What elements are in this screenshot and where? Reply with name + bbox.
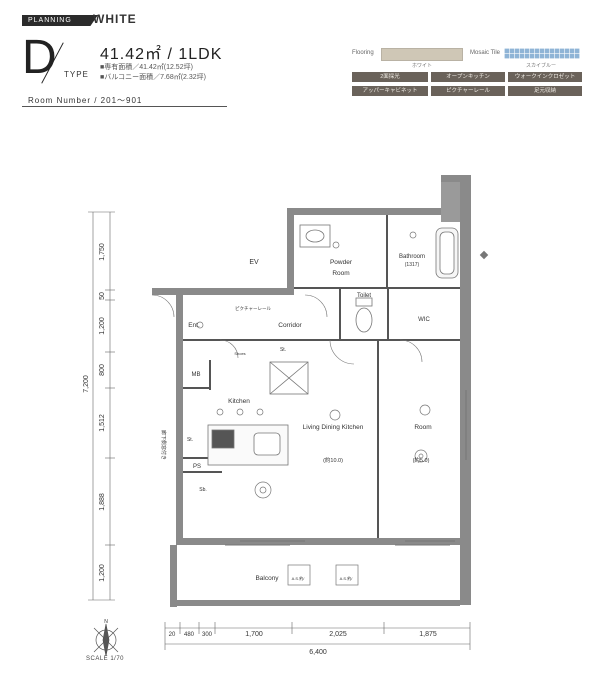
compass-north: N (104, 619, 108, 625)
room-room: Room (414, 424, 431, 431)
room-st2: St. (187, 437, 193, 443)
dim-v-total: 7,200 (83, 375, 90, 393)
room-corridor: Corridor (278, 322, 302, 329)
interior-walls (183, 215, 460, 538)
ceiling-lights (196, 231, 431, 499)
dim-h-5: 2,025 (329, 631, 347, 638)
room-number: Room Number / 201〜901 (28, 96, 143, 105)
dim-v-5: 1,512 (99, 414, 106, 432)
door-swings (151, 294, 423, 365)
room-sb: Sb. (199, 487, 207, 493)
room-toilet: Toilet (357, 293, 371, 299)
mosaic-swatch (504, 48, 580, 59)
scale-label: SCALE 1/70 (86, 656, 125, 662)
dim-h-total: 6,400 (309, 649, 327, 656)
room-ldk: Living Dining Kitchen (303, 424, 364, 431)
dim-h-4: 1,700 (245, 631, 263, 638)
outdoor-units (287, 564, 359, 586)
dim-v-2: 50 (99, 292, 106, 300)
spec-exclusive-area: ■専有面積／41.42㎡(12.52坪) (100, 64, 193, 71)
dim-h-2: 480 (184, 632, 195, 638)
flooring-label: Flooring (352, 50, 374, 56)
feature-tag-4: アッパーキャビネット (352, 86, 428, 96)
dim-v-6: 1,888 (99, 493, 106, 511)
toilet-icon (355, 297, 373, 333)
room-ent: Ent. (188, 322, 200, 329)
flooring-swatch (381, 48, 463, 61)
feature-tag-6: 足元収納 (508, 86, 582, 96)
picture-rail-note: ピクチャーレール (235, 306, 271, 312)
room-st1: St. (280, 347, 286, 353)
room-powder-2: Room (332, 270, 349, 277)
room-shoes: Shoes (234, 351, 245, 356)
room-ev: EV (249, 259, 259, 266)
outdoor-unit-2: A.S.約/ (340, 575, 354, 581)
area-title: 41.42㎡ / 1LDK (100, 46, 223, 63)
bathtub-icon (435, 227, 459, 279)
window-sashes (225, 390, 467, 546)
vertical-dimensions (88, 211, 115, 601)
room-wic: WIC (418, 317, 430, 323)
dim-h-6: 1,875 (419, 631, 437, 638)
diamond-marker-icon (479, 250, 489, 260)
feature-tag-5: ピクチャーレール (431, 86, 505, 96)
exterior-shaft (441, 182, 460, 222)
spec-balcony-area: ■バルコニー面積／7.68㎡(2.32坪) (100, 74, 206, 81)
mosaic-label: Mosaic Tile (470, 50, 501, 56)
washing-pan-icon (269, 361, 309, 395)
dim-v-3: 1,200 (99, 317, 106, 335)
header-divider (22, 106, 227, 107)
dim-h-1: 20 (169, 632, 176, 638)
washbasin-icon (299, 224, 331, 248)
compass-icon (93, 623, 119, 657)
room-mb: MB (192, 372, 201, 378)
type-letter: D (22, 31, 57, 84)
room-kitchen: Kitchen (228, 398, 250, 405)
planning-label: PLANNING (22, 15, 98, 26)
side-note: 廊下側窓付き (160, 430, 167, 460)
feature-tag-2: オープンキッチン (431, 72, 505, 82)
horizontal-dimensions (164, 622, 471, 650)
room-powder-1: Powder (330, 259, 353, 266)
outdoor-unit-1: A.S.約/ (292, 575, 306, 581)
room-room-size: (約5.0) (413, 456, 430, 464)
feature-tag-3: ウォークインクロゼット (508, 72, 582, 82)
dim-v-1: 1,750 (99, 243, 106, 261)
room-bathroom-size: (1317) (405, 262, 420, 268)
room-ldk-size: (約10.0) (323, 456, 343, 464)
room-balcony: Balcony (255, 575, 279, 582)
kitchen-counter-icon (207, 424, 289, 466)
room-ps: PS (193, 464, 201, 470)
color-scheme: WHITE (93, 12, 137, 26)
flooring-caption: ホワイト (412, 63, 433, 69)
dim-v-7: 1,200 (99, 564, 106, 582)
room-bathroom: Bathroom (399, 254, 425, 260)
dim-h-3: 300 (202, 632, 213, 638)
feature-tag-1: 2面採光 (352, 72, 428, 82)
dim-v-4: 800 (99, 364, 106, 376)
type-word: TYPE (64, 70, 89, 79)
mosaic-caption: スカイブルー (526, 63, 557, 69)
